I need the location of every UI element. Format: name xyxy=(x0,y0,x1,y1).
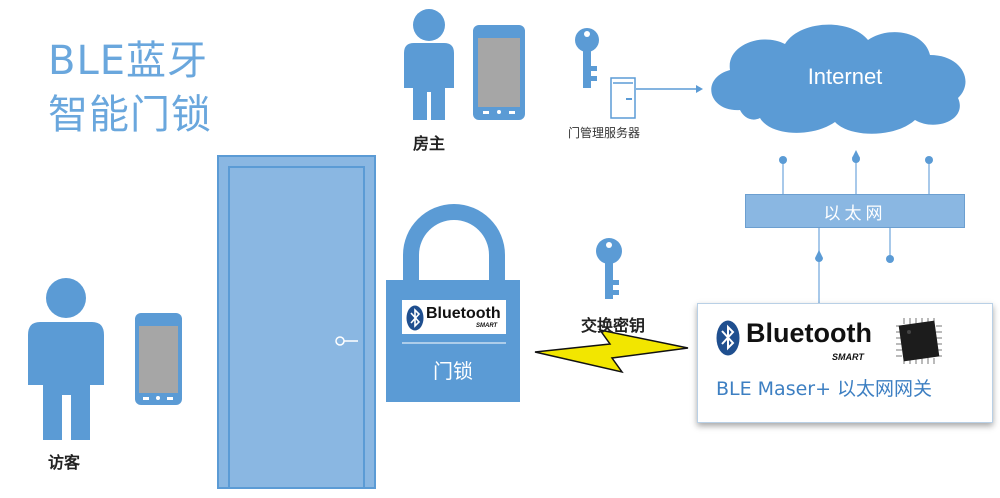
server-key-icon xyxy=(575,28,599,88)
title-line-1: BLE蓝牙 xyxy=(48,38,208,84)
gateway-bluetooth-icon xyxy=(716,320,740,356)
title-line-2: 智能门锁 xyxy=(48,92,212,138)
lock-bluetooth-word: Bluetooth xyxy=(426,305,501,322)
ethernet-label: 以太网 xyxy=(823,203,887,224)
door-icon xyxy=(217,155,376,489)
visitor-phone-icon xyxy=(135,313,182,405)
visitor-person-icon xyxy=(28,278,104,440)
wireless-bolt-icon xyxy=(534,328,689,374)
door-lock-icon xyxy=(386,204,520,402)
internet-cloud-icon xyxy=(711,24,966,134)
owner-phone-icon xyxy=(473,25,525,120)
lock-label: 门锁 xyxy=(433,359,473,383)
key-exchange-label: 交换密钥 xyxy=(581,316,646,335)
visitor-label: 访客 xyxy=(48,453,81,472)
gateway-box: Bluetooth SMART BLE Maser+ 以太网网关 xyxy=(697,303,993,423)
lock-bluetooth-badge: Bluetooth SMART xyxy=(404,302,506,334)
owner-person-icon xyxy=(404,9,454,120)
owner-label: 房主 xyxy=(413,134,446,153)
gateway-bluetooth-smart: SMART xyxy=(832,352,864,362)
chip-icon xyxy=(896,318,942,364)
server-icon xyxy=(610,77,636,119)
ethernet-bar: 以太网 xyxy=(745,194,965,228)
gateway-bluetooth-word: Bluetooth xyxy=(746,318,872,348)
server-label: 门管理服务器 xyxy=(568,126,641,140)
cloud-ethernet-links xyxy=(779,150,933,194)
internet-label: Internet xyxy=(807,64,883,89)
ethernet-gateway-links xyxy=(815,228,894,303)
exchange-key-icon xyxy=(596,238,622,299)
gateway-label: BLE Maser+ 以太网网关 xyxy=(716,378,933,400)
lock-bluetooth-smart: SMART xyxy=(476,323,498,329)
bluetooth-icon xyxy=(406,305,424,331)
